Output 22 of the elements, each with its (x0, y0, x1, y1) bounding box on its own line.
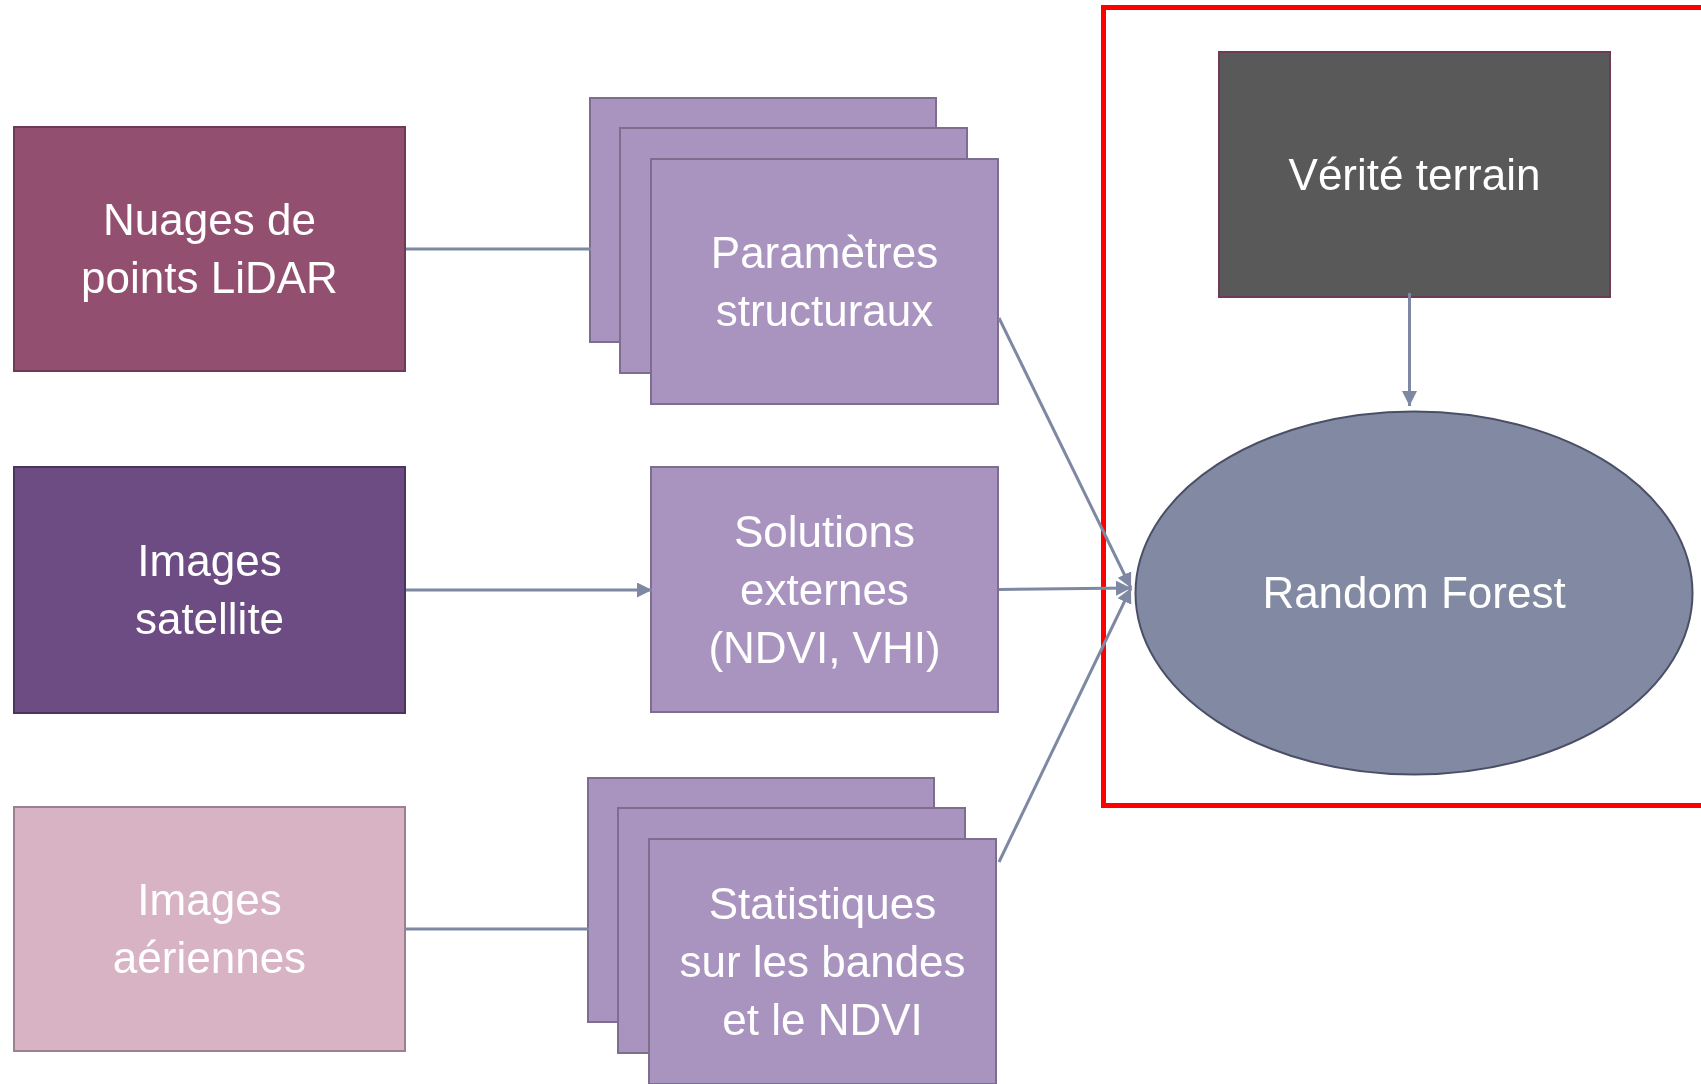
connector-line (406, 927, 589, 931)
node-label: Paramètres structuraux (709, 226, 940, 337)
process-box (650, 466, 999, 713)
node-label: Images aériennes (111, 874, 308, 984)
node-label: Random Forest (1262, 568, 1566, 617)
process-box (13, 126, 406, 372)
node-label: Solutions externes (NDVI, VHI) (707, 505, 942, 674)
arrow (1402, 293, 1417, 406)
process-box (13, 806, 406, 1052)
arrow (999, 580, 1131, 596)
process-box (1218, 51, 1611, 298)
process-ellipse (1134, 410, 1694, 776)
node-label: Nuages de points LiDAR (80, 194, 339, 304)
arrow (997, 587, 1133, 863)
arrow (997, 317, 1133, 589)
connector-line (406, 247, 591, 251)
highlight-frame (1101, 5, 1701, 808)
node-label: Images satellite (133, 535, 286, 645)
node-label: Vérité terrain (1288, 148, 1541, 201)
node-label: Statistiques sur les bandes et le NDVI (678, 877, 967, 1046)
arrow (406, 582, 652, 598)
process-box (13, 466, 406, 714)
